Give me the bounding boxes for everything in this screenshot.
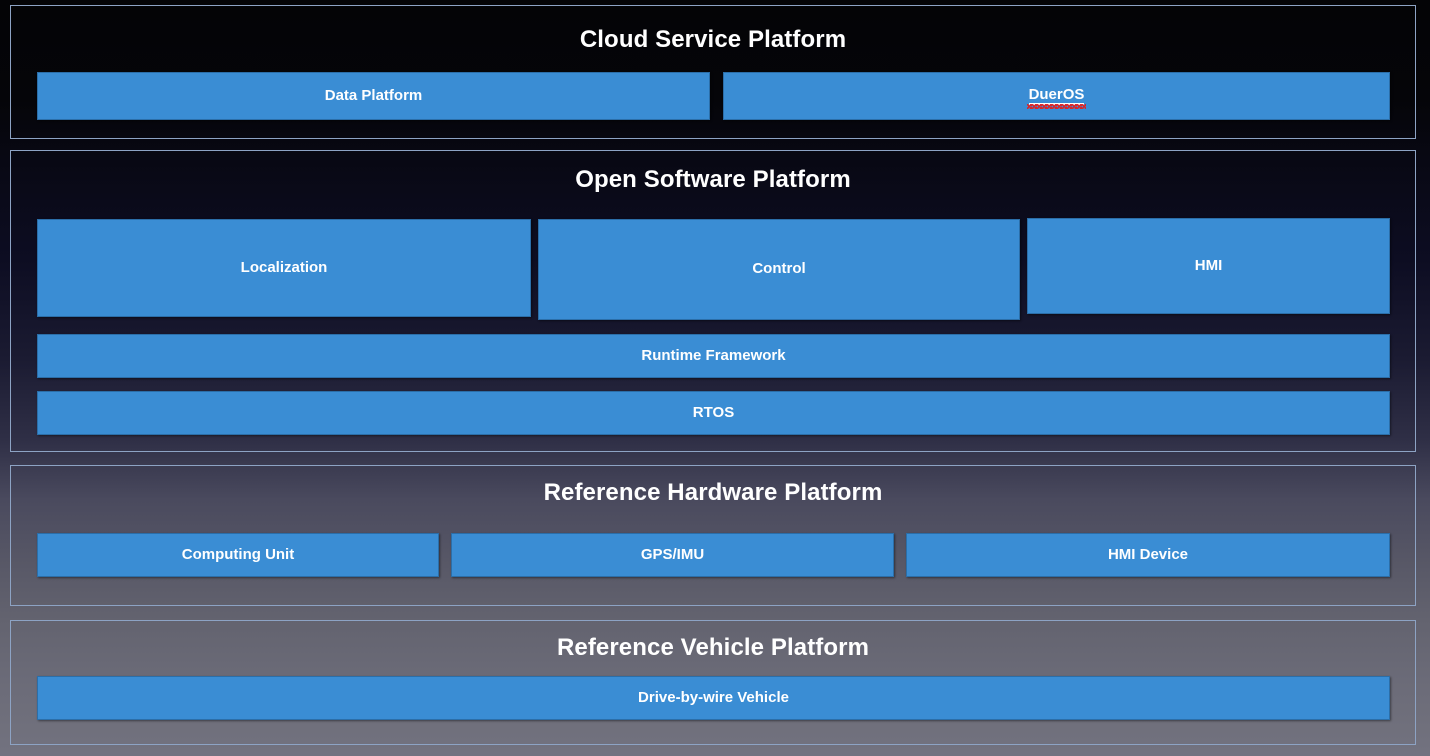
spellcheck-underline-dueros: DuerOS	[1026, 86, 1087, 109]
block-label-control: Control	[752, 260, 806, 278]
block-hmi[interactable]: HMI	[1027, 218, 1390, 314]
block-label-computing-unit: Computing Unit	[181, 545, 295, 563]
block-label-gps-imu: GPS/IMU	[640, 545, 705, 563]
block-label-hmi: HMI	[1194, 256, 1223, 274]
block-label-hmi-device: HMI Device	[1107, 545, 1189, 563]
layer-panel-cloud-service-platform[interactable]: Cloud Service Platform Data Platform Due…	[10, 5, 1416, 139]
layer-panel-open-software-platform[interactable]: Open Software Platform Localization Cont…	[10, 150, 1416, 452]
layer-title-cloud-service-platform: Cloud Service Platform	[579, 26, 847, 53]
block-label-rtos: RTOS	[692, 403, 735, 421]
layer-title-reference-hardware-platform: Reference Hardware Platform	[543, 479, 883, 506]
layer-title-reference-vehicle-platform: Reference Vehicle Platform	[556, 634, 870, 661]
block-runtime-framework[interactable]: Runtime Framework	[37, 334, 1390, 378]
block-label-runtime-framework: Runtime Framework	[641, 346, 786, 364]
block-hmi-device[interactable]: HMI Device	[906, 533, 1390, 577]
block-label-dueros: DuerOS	[1026, 86, 1087, 109]
block-localization[interactable]: Localization	[37, 219, 531, 317]
block-dueros[interactable]: DuerOS	[723, 72, 1390, 120]
layer-panel-reference-vehicle-platform[interactable]: Reference Vehicle Platform Drive-by-wire…	[10, 620, 1416, 745]
block-data-platform[interactable]: Data Platform	[37, 72, 710, 120]
layer-title-open-software-platform: Open Software Platform	[575, 166, 851, 193]
block-gps-imu[interactable]: GPS/IMU	[451, 533, 894, 577]
block-drive-by-wire-vehicle[interactable]: Drive-by-wire Vehicle	[37, 676, 1390, 720]
block-control[interactable]: Control	[538, 219, 1020, 320]
block-label-data-platform: Data Platform	[324, 86, 423, 104]
block-label-drive-by-wire-vehicle: Drive-by-wire Vehicle	[638, 688, 789, 706]
block-computing-unit[interactable]: Computing Unit	[37, 533, 439, 577]
block-label-localization: Localization	[240, 258, 328, 276]
layer-panel-reference-hardware-platform[interactable]: Reference Hardware Platform Computing Un…	[10, 465, 1416, 606]
block-rtos[interactable]: RTOS	[37, 391, 1390, 435]
